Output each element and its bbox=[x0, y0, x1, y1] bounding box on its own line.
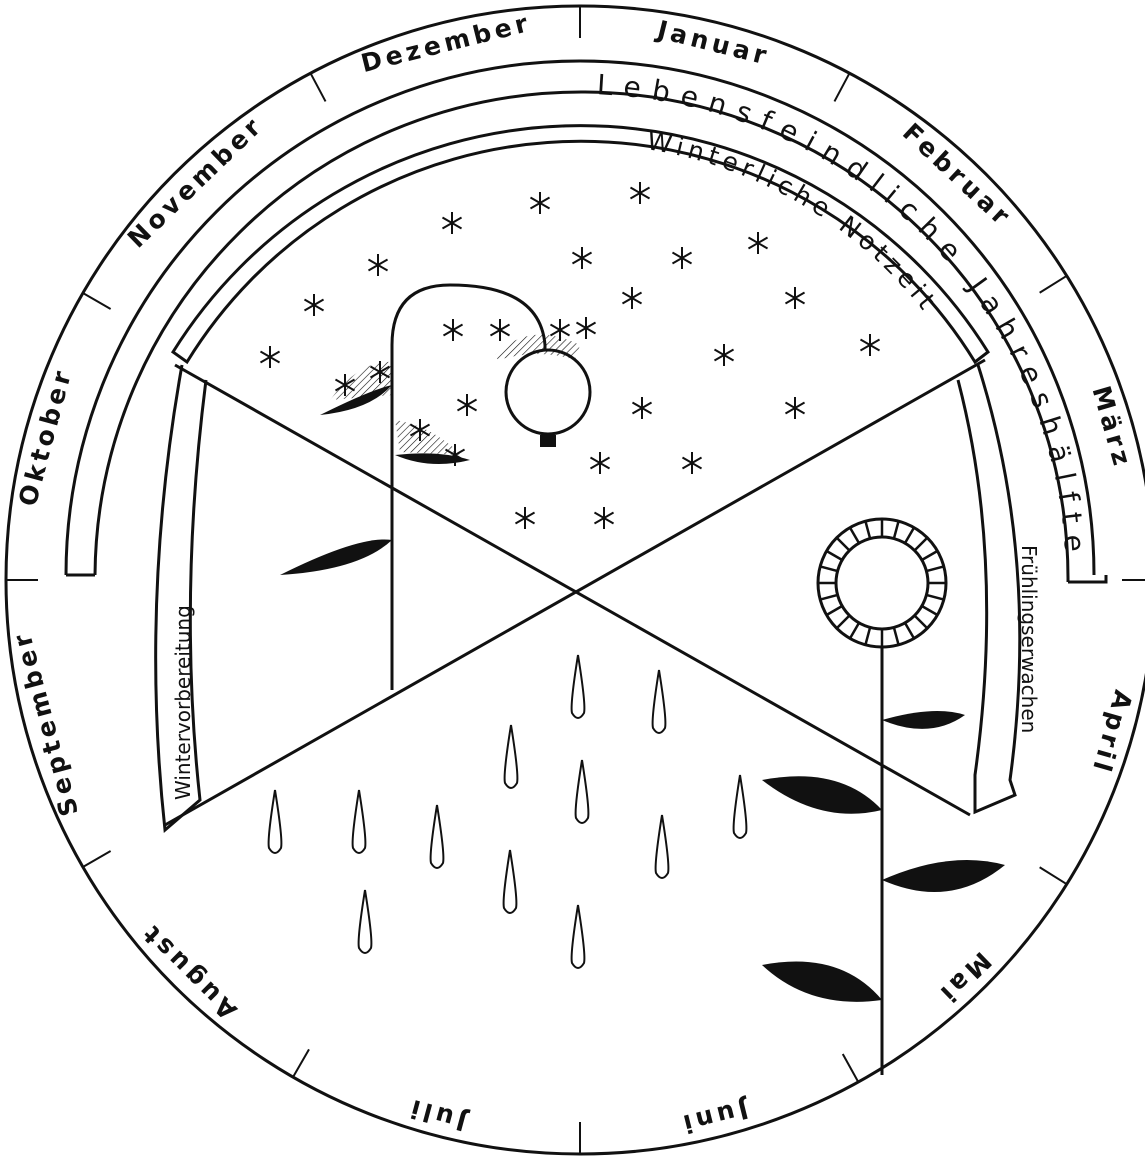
leaf-stem-left bbox=[280, 539, 392, 575]
snowflake bbox=[515, 507, 534, 529]
snowflake bbox=[785, 397, 804, 419]
raindrop bbox=[572, 905, 585, 968]
leaf-snow-right bbox=[395, 453, 470, 464]
fruehlingserwachen-label: Frühlingserwachen bbox=[1017, 545, 1041, 733]
raindrop bbox=[269, 790, 282, 853]
month-label-maerz: März bbox=[1086, 383, 1137, 472]
raindrop bbox=[572, 655, 585, 718]
raindrop bbox=[656, 815, 669, 878]
raindrop bbox=[653, 670, 666, 733]
fruehlingserwachen-arrow bbox=[958, 365, 1020, 812]
snowflake bbox=[630, 182, 649, 204]
month-label-juni: Juni bbox=[677, 1094, 753, 1139]
snowflake bbox=[785, 287, 804, 309]
raindrop bbox=[505, 725, 518, 788]
raindrop bbox=[353, 790, 366, 853]
sunflower-leaf-2 bbox=[762, 776, 882, 814]
snowflake bbox=[572, 247, 591, 269]
snowflake bbox=[682, 452, 701, 474]
snowflake bbox=[457, 394, 476, 416]
wintervorbereitung-label: Wintervorbereitung bbox=[171, 605, 195, 800]
month-label-mai: Mai bbox=[932, 946, 997, 1010]
snowflake bbox=[442, 212, 461, 234]
raindrop bbox=[734, 775, 747, 838]
snowflake bbox=[594, 507, 613, 529]
snowflake bbox=[860, 334, 879, 356]
closed-flower-bud bbox=[506, 350, 590, 434]
snowflake bbox=[632, 397, 651, 419]
raindrop bbox=[359, 890, 372, 953]
sunflower-leaf-3 bbox=[882, 860, 1005, 892]
snowflake bbox=[622, 287, 641, 309]
bud-base bbox=[540, 435, 556, 447]
snowflake bbox=[260, 346, 279, 368]
snowflake bbox=[590, 452, 609, 474]
snowflake bbox=[304, 294, 323, 316]
snowflake bbox=[576, 317, 595, 339]
month-label-april: April bbox=[1086, 687, 1138, 778]
raindrop bbox=[504, 850, 517, 913]
month-label-august: August bbox=[135, 917, 243, 1025]
raindrop bbox=[576, 760, 589, 823]
snowflake bbox=[748, 232, 767, 254]
half-year-band-inner bbox=[95, 92, 1068, 582]
raindrops bbox=[269, 655, 747, 968]
month-labels: JanuarFebruarMärzAprilMaiJuniJuliAugustS… bbox=[7, 8, 1138, 1140]
snowflake bbox=[368, 254, 387, 276]
snowflake bbox=[714, 344, 733, 366]
snowflake bbox=[672, 247, 691, 269]
snowflake bbox=[443, 319, 462, 341]
sunflower-leaf-1 bbox=[882, 711, 965, 729]
sunflower-leaf-4 bbox=[762, 962, 882, 1002]
month-label-dezember: Dezember bbox=[358, 8, 534, 78]
raindrop bbox=[431, 805, 444, 868]
sunflower-head-inner bbox=[836, 537, 928, 629]
snowflake bbox=[530, 192, 549, 214]
snowflake bbox=[490, 319, 509, 341]
